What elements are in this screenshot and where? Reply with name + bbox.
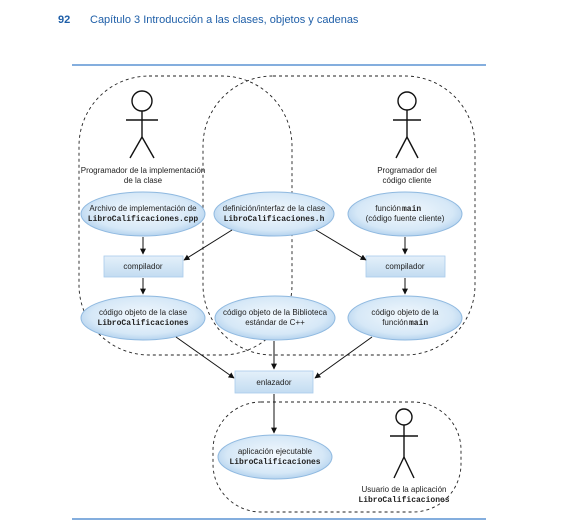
client-programmer-label-2: código cliente	[383, 176, 432, 185]
interface-text: definición/interfaz de la clase	[223, 204, 326, 213]
compiler-left-box: compilador	[103, 255, 184, 278]
compiler-left-label: compilador	[123, 262, 162, 271]
impl-programmer-figure	[126, 90, 158, 159]
main-fn-text2: (código fuente cliente)	[366, 214, 445, 223]
interface-node: definición/interfaz de la clase LibroCal…	[213, 191, 335, 237]
obj-main-node: código objeto de la función main	[347, 295, 463, 341]
arrow-interface-compiler-left	[183, 229, 233, 261]
page-header: 92 Capítulo 3 Introducción a las clases,…	[58, 14, 498, 30]
arrow-interface-compiler-right	[315, 229, 367, 261]
obj-class-node: código objeto de la clase LibroCalificac…	[80, 295, 206, 341]
obj-main-text2: función	[382, 318, 408, 327]
impl-programmer-label-2: de la clase	[124, 176, 163, 185]
obj-main-text: código objeto de la	[371, 308, 439, 317]
app-user-label: Usuario de la aplicación	[362, 485, 447, 494]
compiler-right-label: compilador	[385, 262, 424, 271]
obj-class-text: código objeto de la clase	[99, 308, 188, 317]
obj-main-mono: main	[409, 319, 428, 328]
linker-box: enlazador	[234, 370, 314, 394]
page-number: 92	[58, 14, 71, 26]
app-user-figure	[390, 408, 418, 479]
chapter-title: Capítulo 3 Introducción a las clases, ob…	[90, 14, 359, 26]
obj-stdlib-text1: código objeto de la Biblioteca	[223, 308, 328, 317]
impl-file-node: Archivo de implementación de LibroCalifi…	[80, 191, 206, 237]
impl-file-mono: LibroCalificaciones.cpp	[88, 215, 199, 224]
client-programmer-label-1: Programador del	[377, 166, 437, 175]
arrow-objclass-linker	[175, 336, 235, 379]
interface-mono: LibroCalificaciones.h	[224, 215, 325, 224]
impl-programmer-label-1: Programador de la implementación	[81, 166, 206, 175]
client-region-outline	[202, 75, 476, 356]
obj-stdlib-node: código objeto de la Biblioteca estándar …	[214, 295, 336, 341]
executable-text: aplicación ejecutable	[238, 447, 313, 456]
obj-stdlib-text2: estándar de C++	[245, 318, 305, 327]
arrow-objmain-linker	[314, 336, 373, 379]
executable-mono: LibroCalificaciones	[229, 458, 320, 467]
app-user-label-mono: LibroCalificaciones	[358, 496, 449, 505]
client-programmer-figure	[393, 91, 421, 159]
main-fn-text1: función	[375, 204, 401, 213]
user-region-outline	[212, 401, 462, 513]
obj-class-mono: LibroCalificaciones	[97, 319, 188, 328]
compiler-right-box: compilador	[365, 255, 446, 278]
linker-label: enlazador	[256, 378, 291, 387]
impl-file-text: Archivo de implementación de	[89, 204, 197, 213]
main-fn-mono: main	[402, 205, 421, 214]
executable-node: aplicación ejecutable LibroCalificacione…	[217, 434, 333, 480]
main-fn-node: función main (código fuente cliente)	[347, 191, 463, 237]
